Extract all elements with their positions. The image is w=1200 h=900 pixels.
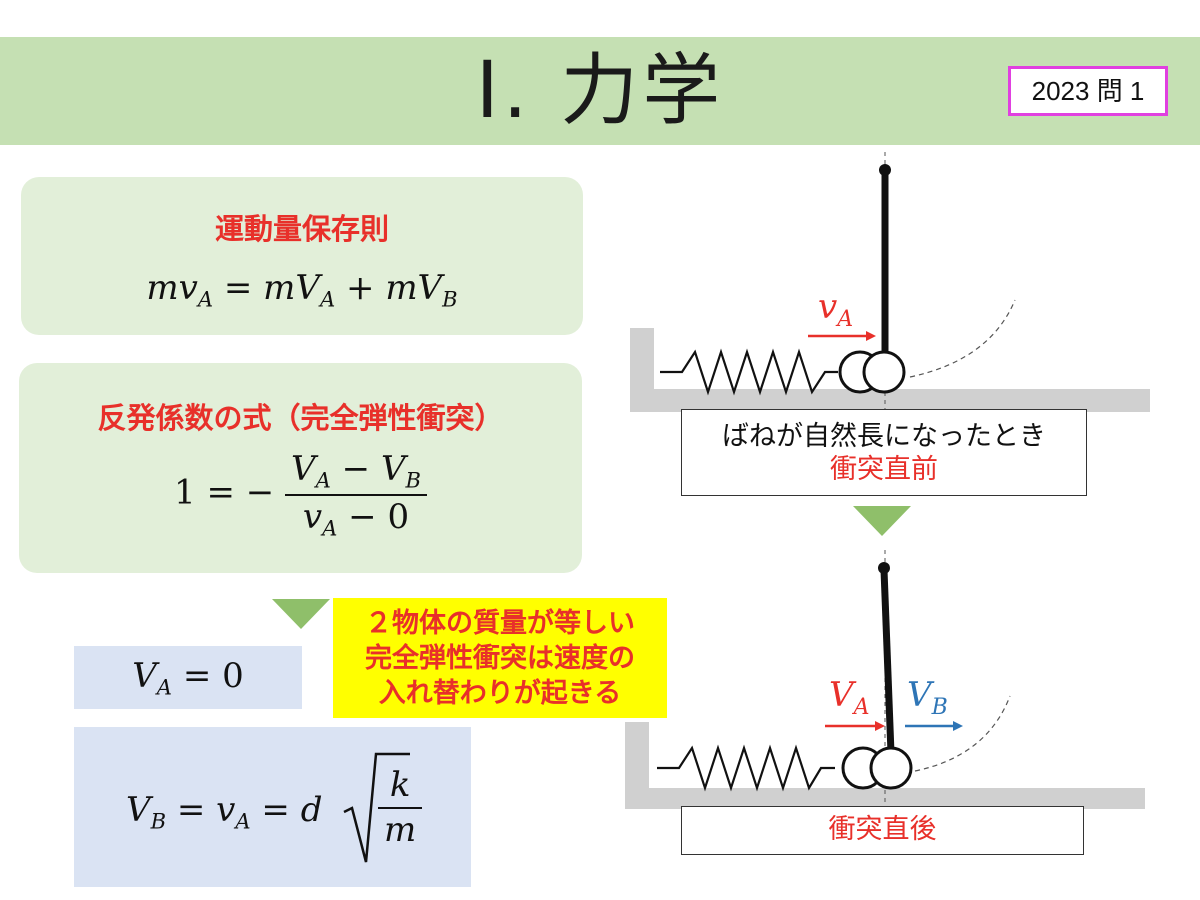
spring: [660, 348, 838, 396]
problem-badge: 2023 問 1: [1008, 66, 1168, 116]
pendulum-rod: [880, 569, 895, 754]
note-line: 完全弾性衝突は速度の: [365, 643, 635, 674]
caption-after: 衝突直後: [681, 806, 1084, 855]
swing-arc: [914, 695, 1011, 772]
page-title: Ⅰ. 力学: [475, 46, 725, 136]
note-line: ２物体の質量が等しい: [365, 608, 635, 639]
momentum-heading: 運動量保存則: [214, 212, 389, 246]
diagram-after-collision: VA VB: [625, 550, 1145, 809]
header-bar: [0, 37, 1200, 145]
down-arrow-icon: [853, 506, 911, 536]
va-result-box: [74, 646, 302, 709]
sqrt-sign-icon: [343, 752, 410, 863]
note-box: ２物体の質量が等しい 完全弾性衝突は速度の 入れ替わりが起きる: [333, 598, 667, 718]
spring: [657, 744, 835, 792]
momentum-panel: [21, 177, 583, 335]
diagram-before-collision: vA: [630, 152, 1150, 412]
caption-before: ばねが自然長になったとき 衝突直前: [681, 409, 1087, 496]
caption-before-line1: ばねが自然長になったとき: [722, 421, 1046, 452]
velocity-label-va: VA: [829, 675, 869, 720]
caption-after-text: 衝突直後: [828, 814, 937, 845]
down-arrow-icon: [272, 599, 330, 629]
note-line: 入れ替わりが起きる: [378, 678, 622, 709]
restitution-panel: [19, 363, 582, 573]
caption-before-line2: 衝突直前: [830, 454, 938, 485]
ball-b: [862, 350, 906, 394]
velocity-label-vb: VB: [907, 675, 948, 720]
pivot: [878, 562, 890, 574]
pivot: [879, 164, 891, 176]
restitution-heading: 反発係数の式（完全弾性衝突）: [97, 401, 504, 435]
velocity-label-va: vA: [818, 287, 853, 332]
swing-arc: [909, 299, 1016, 378]
ball-b: [869, 746, 913, 790]
momentum-equation: mvA = mVA + mVB: [146, 268, 458, 312]
va-result: VA = 0: [132, 656, 244, 700]
